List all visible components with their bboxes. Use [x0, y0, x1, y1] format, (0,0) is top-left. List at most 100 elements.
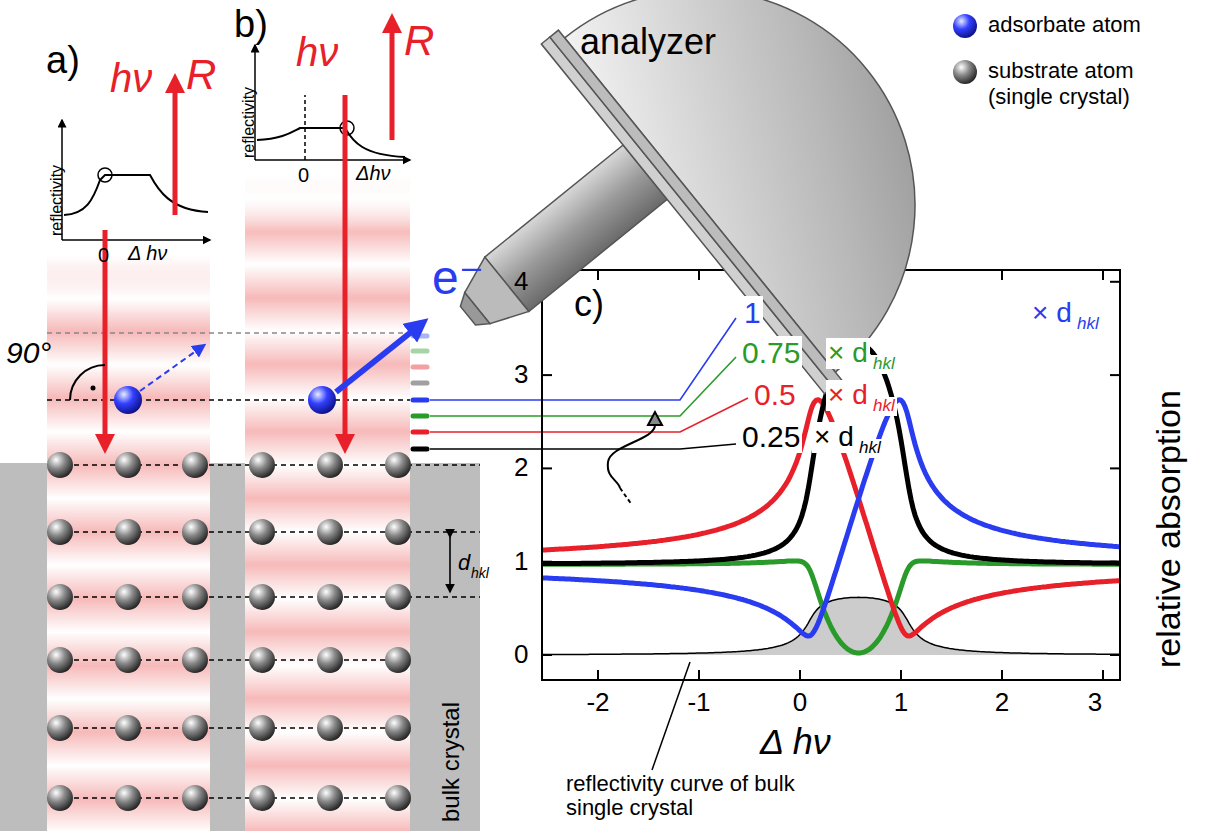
axis-tick — [542, 467, 552, 469]
label: -2 — [586, 688, 609, 717]
substrate-atom — [182, 452, 208, 478]
label: 3 — [514, 360, 528, 389]
substrate-atom — [47, 584, 73, 610]
photoelectron-arrow — [140, 346, 203, 391]
substrate-atom — [115, 519, 141, 545]
substrate-atom — [182, 785, 208, 811]
substrate-atom — [115, 452, 141, 478]
substrate-atom — [317, 584, 343, 610]
substrate-atom — [249, 785, 275, 811]
position-marks — [413, 336, 427, 449]
label: hν — [296, 30, 338, 74]
label: × d — [1030, 298, 1074, 329]
substrate-atom — [182, 519, 208, 545]
lattice-plane — [47, 400, 480, 798]
substrate-atom — [385, 584, 411, 610]
label: 0.25 — [740, 420, 802, 453]
label: 1 — [742, 296, 763, 329]
substrate-atom — [115, 785, 141, 811]
substrate-atom — [249, 584, 275, 610]
label: 0 — [98, 244, 109, 266]
label: hkl — [1075, 315, 1101, 334]
adsorbate-atom — [308, 386, 336, 414]
position-line — [47, 332, 410, 334]
axis-tick — [542, 561, 552, 563]
label: × d — [826, 338, 870, 369]
legend-text: substrate atom (single crystal) — [988, 58, 1178, 111]
substrate-atom — [317, 785, 343, 811]
axis-tick — [1110, 561, 1120, 563]
axis-tick — [900, 670, 902, 680]
label: Δhν — [356, 162, 391, 184]
substrate-atom — [182, 647, 208, 673]
substrate-atom — [385, 715, 411, 741]
leader-line — [430, 318, 748, 449]
reflectivity-inset — [62, 120, 210, 240]
photoelectron-arrow — [336, 325, 420, 392]
axis-tick — [542, 654, 552, 656]
substrate-atom — [47, 647, 73, 673]
analyzer — [364, 0, 1009, 537]
label: a) — [46, 40, 80, 82]
label: hkl — [471, 566, 489, 581]
substrate-atom — [385, 452, 411, 478]
label: Δ hν — [760, 722, 831, 762]
axis-tick — [542, 374, 552, 376]
substrate-atom — [385, 519, 411, 545]
detector-sketch — [608, 412, 662, 505]
substrate-atom — [115, 584, 141, 610]
absorption-curve — [542, 561, 1120, 653]
axis-tick — [1102, 270, 1104, 280]
label: hν — [110, 56, 152, 100]
label: 0.5 — [752, 378, 798, 411]
axis-tick — [597, 670, 599, 680]
leader-line — [652, 662, 690, 770]
label: Δ hν — [128, 242, 167, 264]
angle-mark — [70, 365, 105, 400]
label: hkl — [857, 439, 883, 458]
absorption-curve — [542, 400, 1120, 636]
axis-tick — [799, 670, 801, 680]
axis-tick — [1001, 270, 1003, 280]
substrate-atom — [249, 519, 275, 545]
label: e⁻ — [432, 252, 484, 305]
axis-tick — [597, 270, 599, 280]
label: hkl — [871, 397, 897, 416]
label: relative absorption — [1150, 390, 1187, 668]
label: R — [404, 18, 434, 64]
label: 90° — [6, 336, 51, 369]
adsorbate-atom — [114, 386, 142, 414]
axis-tick — [1110, 654, 1120, 656]
absorption-curves — [542, 344, 1120, 655]
label: reflectivity — [48, 165, 66, 236]
substrate-atom — [317, 452, 343, 478]
label: 0 — [514, 640, 528, 669]
substrate-atom — [182, 584, 208, 610]
label: 0.75 — [740, 336, 802, 369]
label: 0 — [298, 164, 309, 186]
axis-tick — [1102, 670, 1104, 680]
substrate-atom — [182, 715, 208, 741]
standing-wave — [47, 175, 410, 831]
axis-tick — [1110, 281, 1120, 283]
axis-tick — [1110, 467, 1120, 469]
label: R — [186, 52, 216, 98]
axis-tick — [698, 670, 700, 680]
axis-tick — [1001, 670, 1003, 680]
substrate-atom — [47, 452, 73, 478]
legend-symbol — [953, 14, 977, 38]
substrate-atom — [115, 647, 141, 673]
label: analyzer — [580, 22, 716, 62]
substrate-atom — [317, 715, 343, 741]
substrate-atom — [249, 715, 275, 741]
substrate-atom — [47, 785, 73, 811]
label: d — [458, 551, 470, 575]
substrate-atoms — [47, 452, 411, 811]
legend-symbol — [953, 60, 977, 84]
label: 2 — [995, 688, 1009, 717]
substrate-atom — [385, 647, 411, 673]
label: 4 — [514, 267, 528, 296]
legend-text: adsorbate atom — [988, 12, 1141, 38]
absorption-curve — [542, 400, 1120, 636]
substrate-atom — [385, 785, 411, 811]
